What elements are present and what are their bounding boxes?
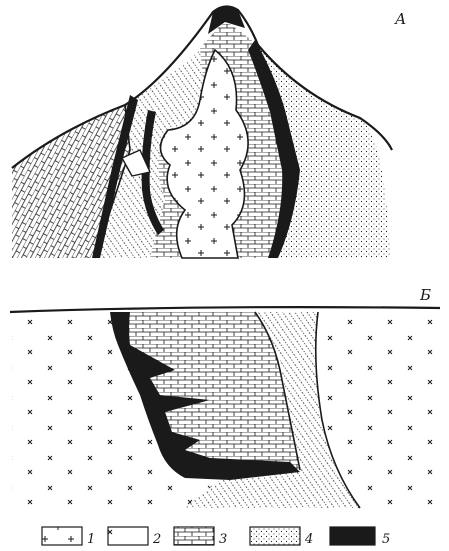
legend-number-1: 1 xyxy=(87,532,95,547)
section-a: А xyxy=(12,6,406,258)
legend-item-1: 1 xyxy=(42,527,95,547)
legend-swatch-dots xyxy=(250,527,300,545)
legend-number-5: 5 xyxy=(382,532,390,547)
legend-item-2: 2 xyxy=(108,527,161,547)
legend-item-5: 5 xyxy=(330,527,390,547)
panel-label-b: Б xyxy=(419,286,431,304)
legend-number-4: 4 xyxy=(304,532,313,547)
panel-label-a: А xyxy=(394,10,406,28)
legend-swatch-cross xyxy=(108,527,148,545)
legend-number-3: 3 xyxy=(219,532,227,547)
legend-item-4: 4 xyxy=(250,527,313,547)
section-b: Б xyxy=(10,286,446,512)
legend-item-3: 3 xyxy=(174,527,227,547)
section-b-surface-line xyxy=(10,307,440,312)
legend-swatch-black xyxy=(330,527,375,545)
legend: 1 2 3 4 5 xyxy=(42,527,390,547)
legend-swatch-plus xyxy=(42,527,82,545)
legend-number-2: 2 xyxy=(152,532,161,547)
legend-swatch-brick xyxy=(174,527,214,545)
